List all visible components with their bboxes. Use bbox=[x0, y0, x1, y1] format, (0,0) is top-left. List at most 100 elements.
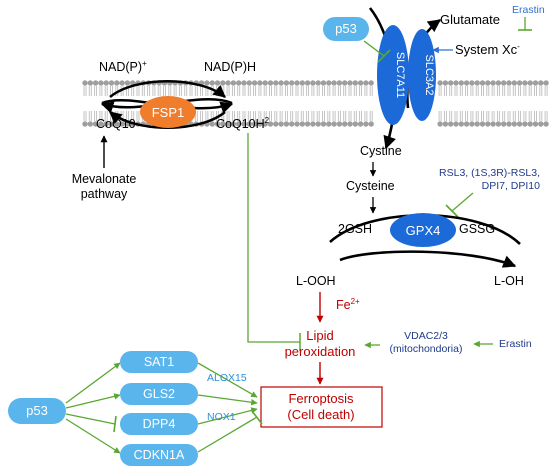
lipid-head bbox=[87, 121, 94, 127]
sat1-to-ferroptosis-arrow bbox=[197, 362, 258, 398]
mevalonate-label-line2: pathway bbox=[81, 187, 128, 201]
lipid-head bbox=[368, 121, 374, 127]
glutamate-label: Glutamate bbox=[440, 12, 500, 27]
lipid-head bbox=[331, 80, 337, 86]
lipid-head bbox=[87, 80, 94, 86]
lipid-head bbox=[469, 80, 475, 86]
lipid-head bbox=[342, 121, 348, 127]
lipid-head bbox=[347, 121, 353, 127]
lipid-head bbox=[103, 121, 109, 127]
lipid-head bbox=[82, 121, 88, 127]
lipid-head bbox=[506, 121, 512, 127]
cdkn1a-label: CDKN1A bbox=[134, 448, 185, 462]
system-xc-label: System Xc- bbox=[455, 42, 520, 57]
lipid-head bbox=[474, 121, 480, 127]
lipid-head bbox=[251, 80, 258, 86]
gpx4-inhibitors-line2: DPI7, DPI10 bbox=[482, 180, 541, 192]
gsh-label: 2GSH bbox=[338, 222, 372, 236]
lipid-head bbox=[495, 80, 502, 86]
lipid-head bbox=[273, 121, 279, 127]
gpx4-inhibitors-line1: RSL3, (1S,3R)-RSL3, bbox=[439, 167, 540, 179]
lipid-head bbox=[463, 121, 470, 127]
vdac-label-line2: (mitochondoria) bbox=[390, 343, 463, 355]
lipid-head bbox=[214, 80, 221, 86]
lipid-head bbox=[522, 121, 528, 127]
lipid-head bbox=[241, 121, 247, 127]
lipid-head bbox=[511, 80, 517, 86]
lipid-head bbox=[114, 80, 120, 86]
lipid-head bbox=[294, 80, 300, 86]
lipid-head bbox=[342, 80, 348, 86]
erastin-bottom-label: Erastin bbox=[499, 338, 532, 350]
gpx4-inhibition-bar bbox=[445, 204, 459, 218]
lipid-head bbox=[304, 121, 311, 127]
dpp4-to-ferroptosis-arrow bbox=[197, 407, 258, 425]
lipid-head bbox=[220, 80, 226, 86]
lipid-head bbox=[437, 80, 443, 86]
lipid-head bbox=[214, 121, 221, 127]
ferroptosis-box bbox=[260, 386, 383, 428]
cdkn1a-inhibits-ferroptosis-line bbox=[197, 416, 258, 453]
lipid-head bbox=[92, 121, 99, 127]
lipid-head bbox=[463, 80, 470, 86]
cdkn1a-ferroptosis-inhibition-bar bbox=[251, 410, 263, 425]
p53-to-gls2-arrow bbox=[65, 393, 121, 409]
lipid-head bbox=[108, 80, 115, 86]
lipid-head bbox=[532, 80, 539, 86]
sat1-label: SAT1 bbox=[144, 355, 174, 369]
lipid-head bbox=[442, 80, 449, 86]
lipid-head bbox=[299, 121, 305, 127]
system-xc-module: SLC7A11 SLC3A2 p53 Glutamate Erastin Sys… bbox=[323, 4, 545, 150]
lipid-head bbox=[230, 80, 237, 86]
dpp4-label: DPP4 bbox=[143, 417, 176, 431]
p53-targets-module: p53 SAT1 GLS2 DPP4 CDKN1A ALOX15 NOX1 bbox=[8, 351, 263, 466]
ferroptosis-outcome: Ferroptosis (Cell death) bbox=[260, 386, 383, 428]
lipid-head bbox=[267, 121, 274, 127]
lipid-head bbox=[289, 121, 295, 127]
lipid-head bbox=[315, 121, 321, 127]
cysteine-label: Cysteine bbox=[346, 179, 395, 193]
lipid-head bbox=[347, 80, 353, 86]
nadp-plus-label: NAD(P)+ bbox=[99, 59, 147, 74]
lipid-head bbox=[479, 121, 486, 127]
lipid-head bbox=[453, 80, 459, 86]
ferroptosis-label-line1: Ferroptosis bbox=[288, 391, 354, 406]
lipid-head bbox=[538, 121, 544, 127]
p53-inhibits-slc7a11-line bbox=[363, 40, 385, 57]
coq10-label: CoQ10 bbox=[96, 117, 136, 131]
lipid-head bbox=[209, 80, 215, 86]
cdkn1a-pill bbox=[120, 444, 198, 466]
lipid-head bbox=[336, 121, 343, 127]
lipid-head bbox=[352, 80, 358, 86]
lipid-head bbox=[246, 80, 252, 86]
lipid-head bbox=[241, 80, 247, 86]
lipid-head bbox=[448, 121, 454, 127]
fe-label: Fe2+ bbox=[336, 297, 360, 312]
lipid-head bbox=[283, 80, 290, 86]
slc7a11-label: SLC7A11 bbox=[394, 52, 406, 98]
lipid-head bbox=[209, 121, 215, 127]
lipid-head bbox=[251, 121, 258, 127]
slc3a2-label: SLC3A2 bbox=[423, 55, 435, 96]
slc7a11-oval bbox=[377, 25, 409, 125]
inhibitors-to-gpx4-line bbox=[451, 192, 474, 212]
l-ooh-label: L-OOH bbox=[296, 274, 336, 288]
lipid-head bbox=[299, 80, 305, 86]
sat1-pill bbox=[120, 351, 198, 373]
lipid-head bbox=[236, 80, 242, 86]
lipid-head bbox=[474, 80, 480, 86]
slc3a2-oval bbox=[408, 29, 436, 121]
lipid-head bbox=[490, 121, 496, 127]
gpx4-label: GPX4 bbox=[406, 223, 441, 238]
lipid-peroxidation-line1: Lipid bbox=[306, 328, 333, 343]
lipid-head bbox=[532, 121, 539, 127]
p53-inhibits-dpp4-line bbox=[65, 413, 116, 425]
lipid-head bbox=[289, 80, 295, 86]
lipid-head bbox=[363, 121, 369, 127]
p53-label-bottom: p53 bbox=[26, 403, 48, 418]
dpp4-pill bbox=[120, 413, 198, 435]
gls2-label: GLS2 bbox=[143, 387, 175, 401]
lipid-head bbox=[326, 80, 332, 86]
lipid-head bbox=[119, 80, 125, 86]
